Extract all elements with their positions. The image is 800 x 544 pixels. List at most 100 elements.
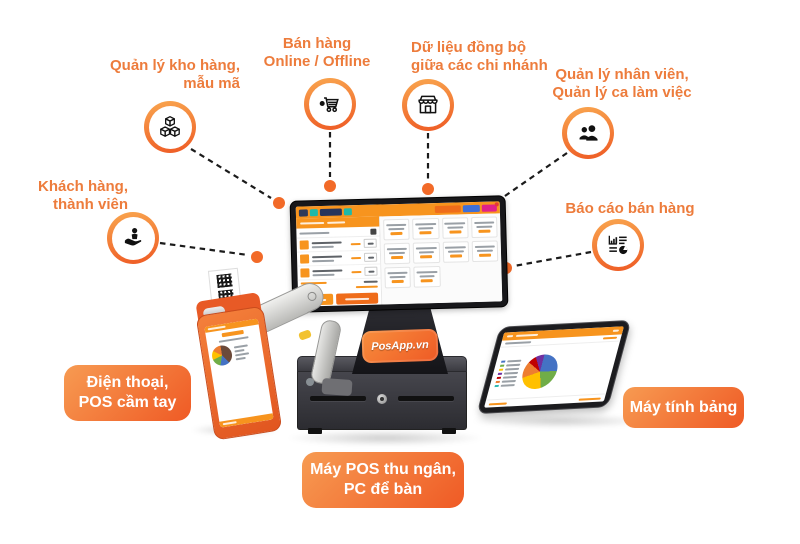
pos-screen	[295, 201, 503, 307]
greeked-text	[506, 363, 521, 367]
feature-label-line: Bán hàng	[282, 35, 352, 52]
greeked-text	[299, 231, 330, 235]
scanner-base	[321, 377, 353, 397]
device-label-line: Điện thoại,	[86, 374, 169, 391]
greeked-text	[363, 280, 378, 283]
device-label-handheld: Điện thoại, POS cầm tay	[64, 365, 191, 421]
tablet	[476, 319, 632, 415]
greeked-text	[500, 383, 516, 387]
greeked-text	[474, 245, 496, 249]
greeked-price	[350, 242, 361, 245]
greeked-text	[312, 254, 343, 258]
legend-row	[500, 363, 521, 367]
greeked-text	[367, 256, 374, 259]
item-thumbnail	[299, 240, 309, 250]
greeked-text	[327, 221, 346, 224]
cart-icon	[308, 82, 352, 126]
staff-ring	[562, 107, 614, 159]
greeked-price	[420, 279, 434, 283]
feature-label-line: mẫu mã	[183, 75, 240, 92]
feature-label-sync: Dữ liệu đồng bộ giữa các chi nhánh	[411, 39, 571, 75]
legend-row	[496, 375, 518, 379]
legend-chip	[497, 372, 503, 375]
quantity-stepper	[363, 238, 377, 248]
grid-view-icon	[370, 228, 377, 235]
drawer-keyhole	[377, 394, 387, 404]
greeked-text	[488, 401, 508, 405]
item-text	[312, 268, 343, 276]
greeked-text	[415, 223, 436, 226]
greeked-total	[355, 285, 378, 289]
greeked-text	[476, 249, 493, 252]
greeked-text	[386, 223, 407, 227]
product-card	[412, 217, 440, 240]
legend-chip	[498, 368, 504, 371]
menu-icon	[298, 208, 308, 217]
greeked-text	[207, 325, 226, 331]
product-card	[383, 242, 411, 265]
greeked-text	[447, 226, 463, 229]
device-label-line: Máy POS thu ngân,	[310, 461, 456, 478]
item-thumbnail	[299, 254, 310, 264]
greeked-text	[476, 225, 493, 228]
greeked-text	[504, 367, 520, 371]
quantity-stepper	[363, 252, 378, 262]
connector-dot	[273, 197, 285, 209]
checkout-button	[336, 292, 379, 305]
inventory-ring	[144, 101, 196, 153]
greeked-text	[345, 297, 370, 300]
greeked-price	[391, 279, 404, 284]
product-card	[383, 218, 410, 241]
greeked-text	[501, 379, 517, 383]
boxes-icon	[148, 105, 192, 149]
chart-legend	[494, 359, 522, 387]
sync-chip-icon	[309, 208, 318, 216]
connector-inventory	[190, 148, 272, 199]
greeked-text	[515, 333, 539, 337]
feature-label-staff: Quản lý nhân viên, Quản lý ca làm việc	[532, 66, 712, 102]
greeked-price	[351, 270, 362, 273]
spacer	[327, 282, 364, 283]
device-label-line: Máy tính bảng	[629, 398, 738, 416]
topbar-button	[319, 207, 342, 216]
greeked-text	[235, 356, 246, 361]
greeked-text	[233, 344, 248, 349]
notification-badge	[494, 201, 499, 206]
scanner-ring	[306, 290, 319, 303]
greeked-text	[419, 275, 435, 278]
greeked-price	[391, 255, 404, 260]
greeked-text	[578, 397, 602, 401]
connector-dot	[422, 183, 434, 195]
feature-label-inventory: Quản lý kho hàng, mẫu mã	[95, 57, 240, 93]
greeked-text	[234, 348, 245, 353]
legend-row	[494, 383, 516, 387]
greeked-text	[387, 271, 408, 275]
product-card	[471, 240, 499, 263]
greeked-text	[445, 246, 466, 249]
legend-row	[501, 359, 522, 363]
greeked-text	[415, 247, 437, 250]
product-card	[413, 265, 441, 288]
feature-label-line: Dữ liệu đồng bộ	[411, 39, 527, 56]
greeked-text	[602, 336, 618, 340]
greeked-text	[447, 250, 464, 253]
item-text	[312, 254, 343, 262]
greeked-text	[502, 375, 518, 379]
greeked-text	[503, 371, 519, 375]
greeked-text	[389, 275, 406, 279]
greeked-total	[221, 329, 244, 338]
greeked-text	[418, 251, 435, 254]
feature-label-line: thành viên	[52, 196, 128, 213]
spacer	[507, 399, 579, 403]
greeked-text	[312, 273, 335, 276]
tablet-shadow	[470, 414, 650, 428]
greeked-price	[478, 229, 491, 233]
legend-chip	[500, 364, 505, 367]
feature-label-line: giữa các chi nhánh	[411, 57, 548, 74]
greeked-price	[448, 230, 462, 234]
greeked-text	[386, 247, 408, 251]
item-text	[311, 240, 342, 248]
legend-chip	[494, 384, 500, 387]
legend-row	[495, 379, 517, 383]
greeked-text	[311, 240, 342, 244]
